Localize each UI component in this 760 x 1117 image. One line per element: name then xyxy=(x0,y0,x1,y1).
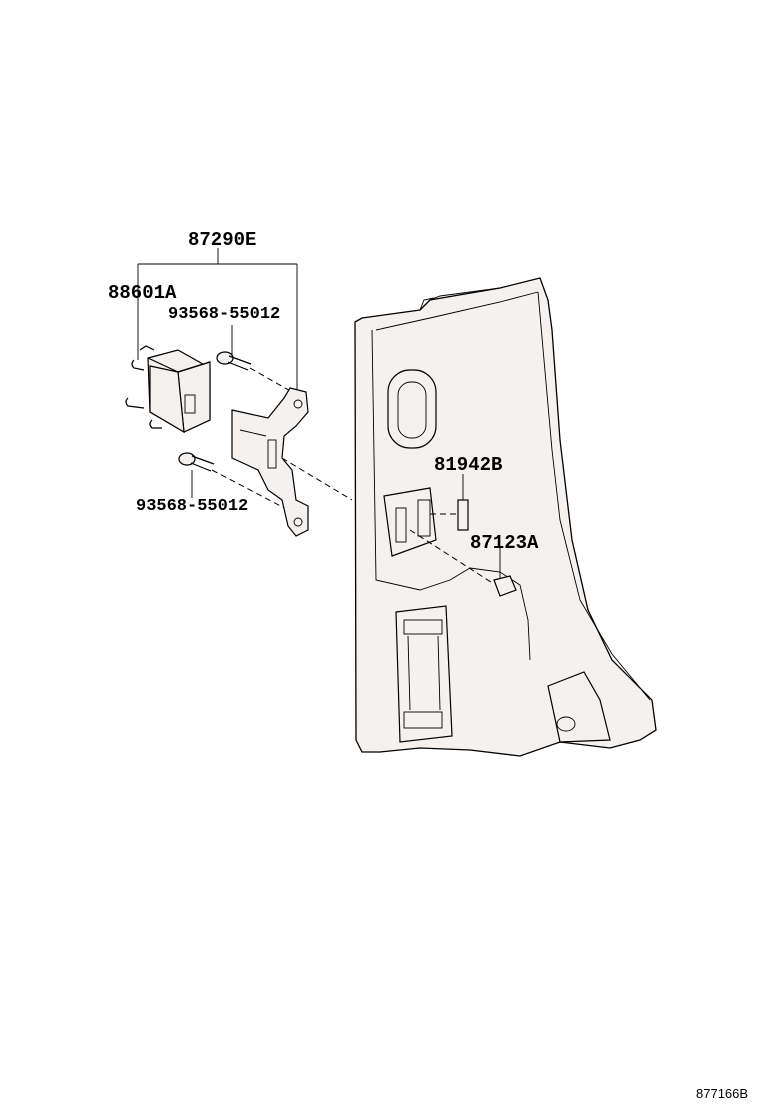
label-88601a: 88601A xyxy=(108,282,177,304)
label-screw-bottom: 93568-55012 xyxy=(136,497,249,516)
leader-87290e xyxy=(137,248,298,392)
bracket-87290e xyxy=(231,387,309,537)
screw-top xyxy=(216,351,293,393)
module-88601a xyxy=(125,345,211,434)
figure-code: 877166B xyxy=(696,1086,749,1101)
label-screw-top: 93568-55012 xyxy=(168,305,281,324)
screw-bottom xyxy=(178,452,293,513)
mount-line xyxy=(281,457,353,501)
connector-81942b xyxy=(430,474,469,531)
label-81942b: 81942B xyxy=(434,454,503,476)
pillar-trim-panel xyxy=(354,277,657,757)
label-87123a: 87123A xyxy=(470,532,539,554)
label-87290e: 87290E xyxy=(188,229,257,251)
plug-87123a xyxy=(409,529,517,597)
